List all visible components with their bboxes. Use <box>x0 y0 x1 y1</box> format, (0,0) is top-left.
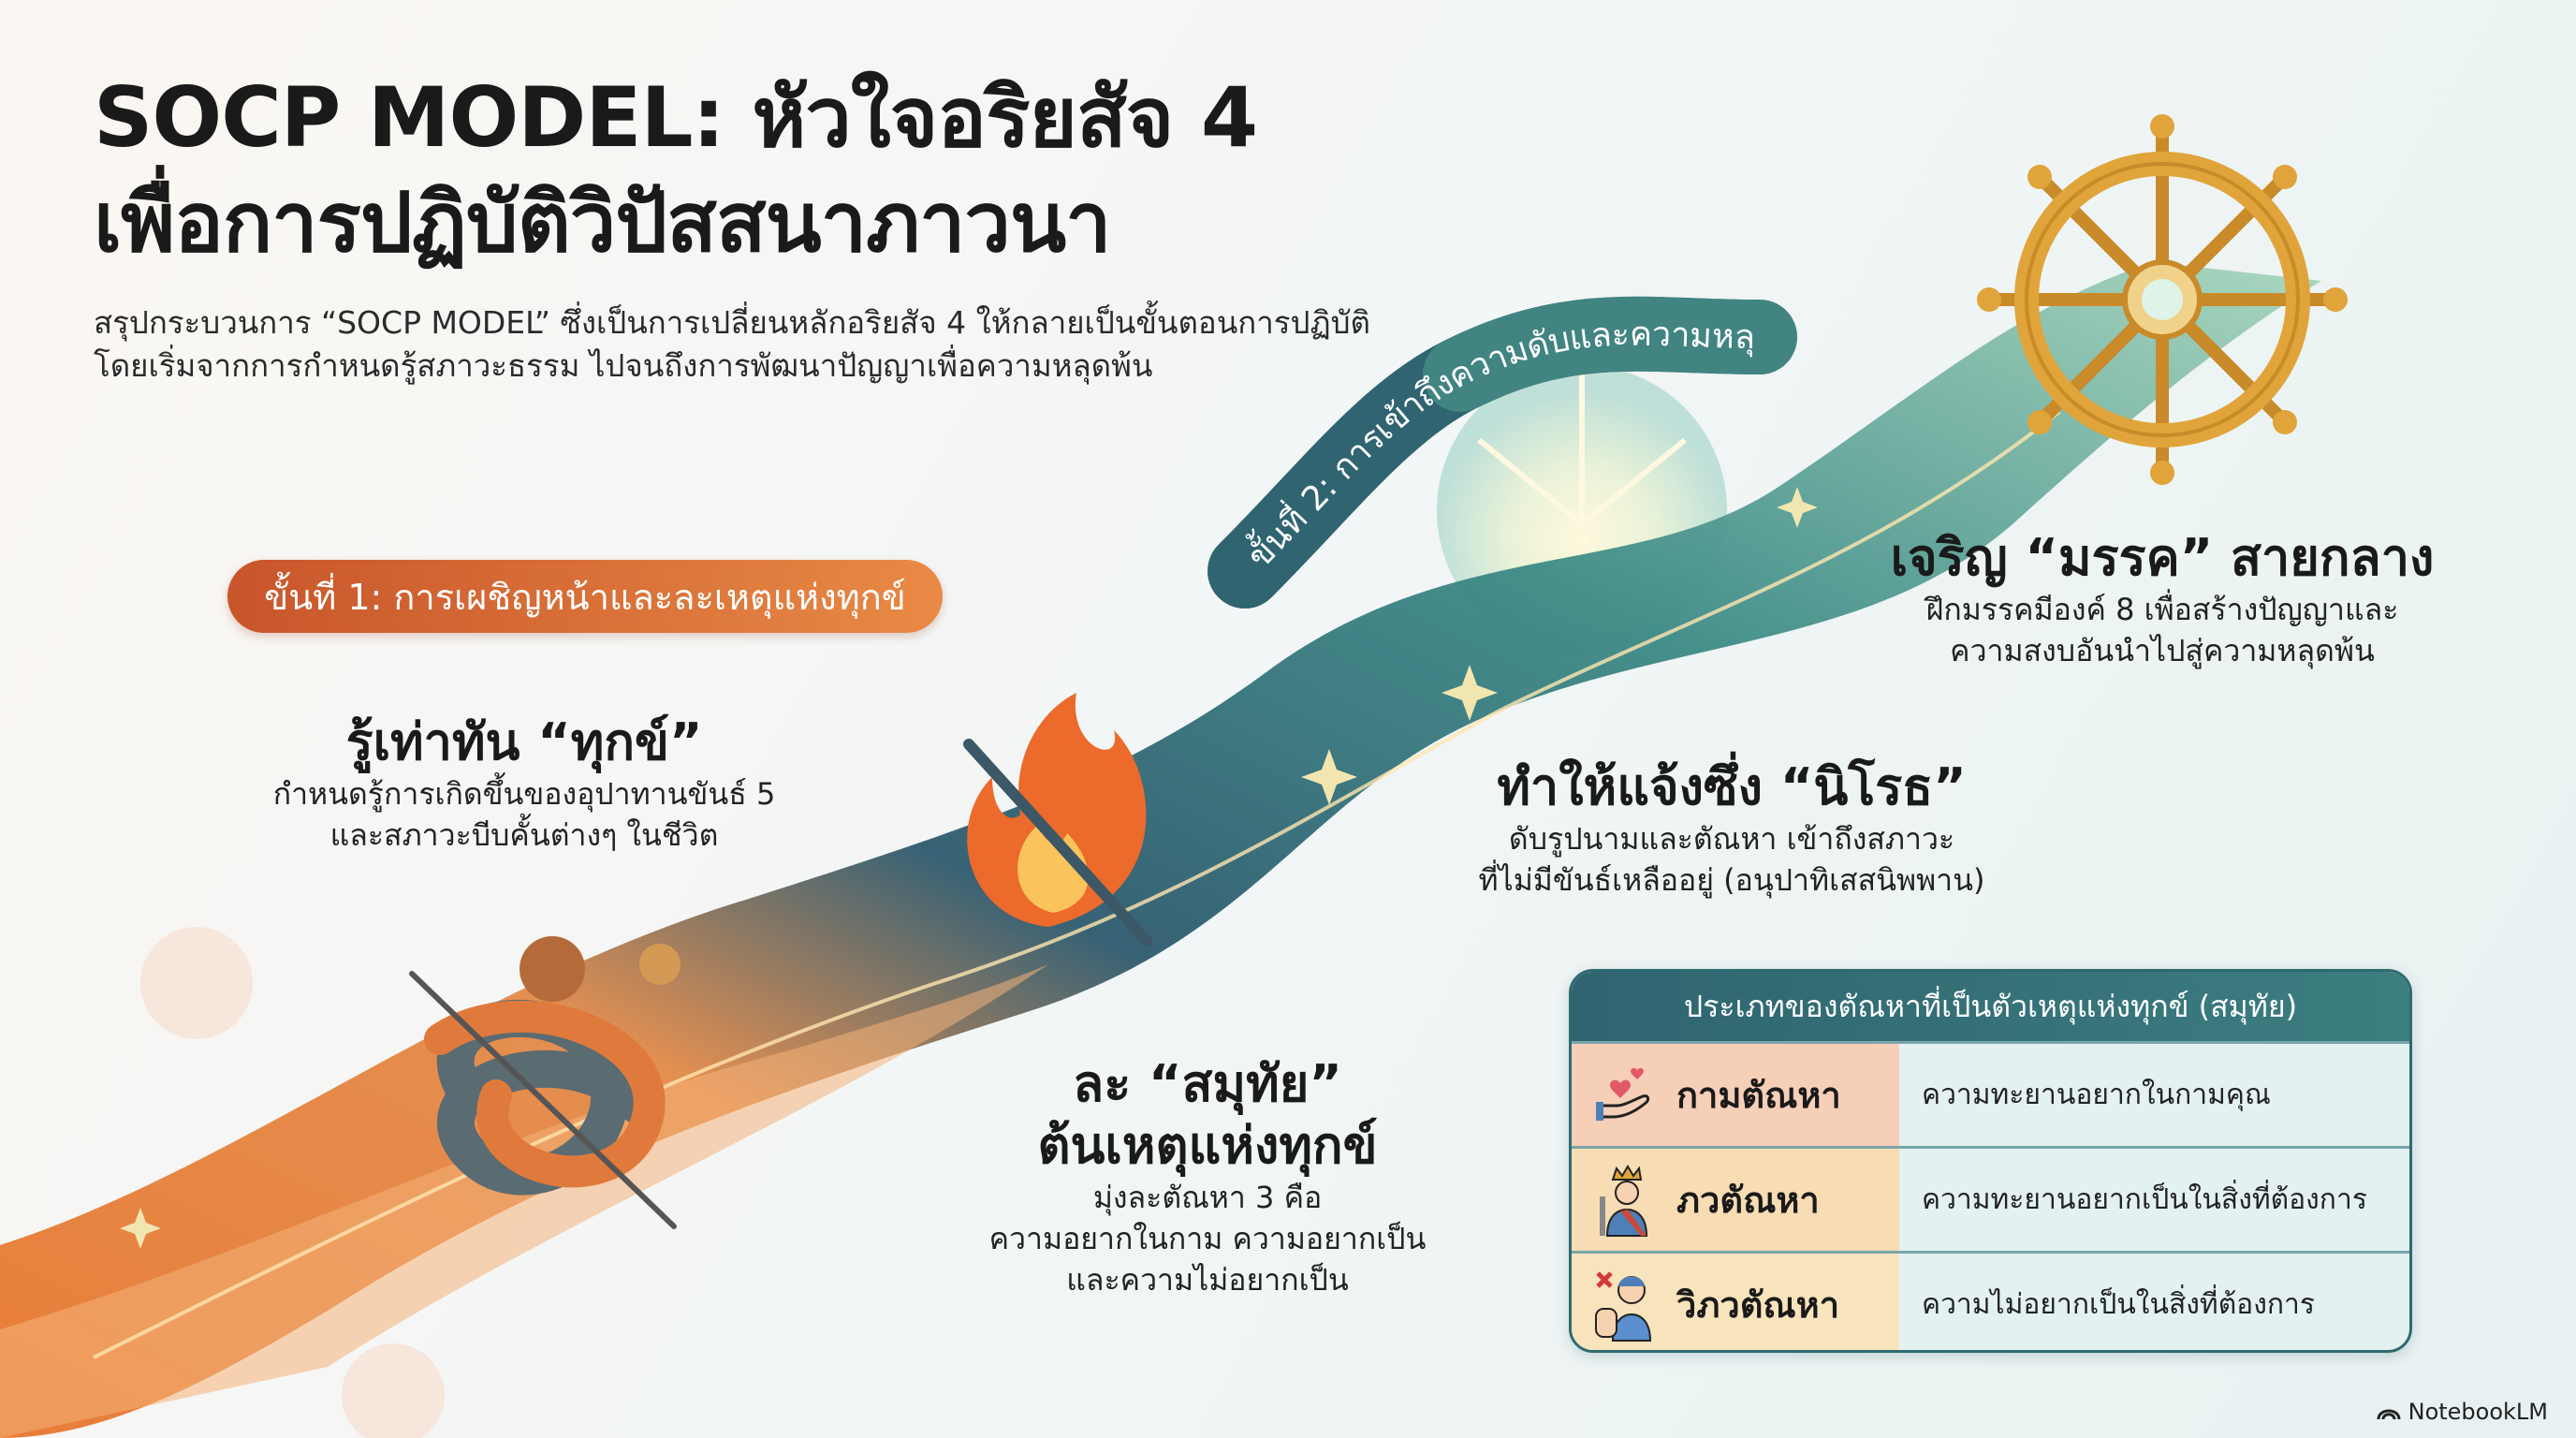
table-row: กามตัณหา ความทะยานอยากในกามคุณ <box>1572 1041 2409 1146</box>
step-heading: ต้นเหตุแห่งทุกข์ <box>1037 1116 1378 1175</box>
step-desc: ความสงบอันนำไปสู่ความหลุดพ้น <box>1950 633 2375 668</box>
step-desc: ดับรูปนามและตัณหา เข้าถึงสภาวะ <box>1508 821 1955 857</box>
notebooklm-icon <box>2377 1409 2401 1420</box>
stage1-label: ขั้นที่ 1: การเผชิญหน้าและละเหตุแห่งทุกข… <box>264 576 906 618</box>
craving-types-table: ประเภทของตัณหาที่เป็นตัวเหตุแห่งทุกข์ (ส… <box>1569 969 2412 1353</box>
step-heading: ละ “สมุทัย” <box>1073 1054 1342 1113</box>
table-row: ภวตัณหา ความทะยานอยากเป็นในสิ่งที่ต้องกา… <box>1572 1146 2409 1251</box>
row-label-cell: กามตัณหา <box>1572 1044 1899 1146</box>
step-desc: และสภาวะบีบคั้นต่างๆ ในชีวิต <box>329 817 719 853</box>
page-subtitle: สรุปกระบวนการ “SOCP MODEL” ซึ่งเป็นการเป… <box>94 301 1370 388</box>
row-name: กามตัณหา <box>1676 1075 1841 1116</box>
step-desc: มุ่งละตัณหา 3 คือ <box>1092 1180 1323 1215</box>
step-heading: ทำให้แจ้งซึ่ง “นิโรธ” <box>1497 757 1967 816</box>
stage1-banner: ขั้นที่ 1: การเผชิญหน้าและละเหตุแห่งทุกข… <box>227 560 943 633</box>
page-title: SOCP MODEL: หัวใจอริยสัจ 4 เพื่อการปฏิบั… <box>94 66 1258 275</box>
step-desc: กำหนดรู้การเกิดขึ้นของอุปาทานขันธ์ 5 <box>272 776 776 812</box>
dharma-wheel-icon <box>1977 114 2348 485</box>
step-desc: ฝึกมรรคมีองค์ 8 เพื่อสร้างปัญญาและ <box>1925 592 2399 627</box>
step-nirodha: ทำให้แจ้งซึ่ง “นิโรธ” ดับรูปนามและตัณหา … <box>1442 756 2022 901</box>
row-desc: ความทะยานอยากเป็นในสิ่งที่ต้องการ <box>1922 1183 2367 1216</box>
row-name: ภวตัณหา <box>1676 1180 1820 1221</box>
row-label-cell: ภวตัณหา <box>1572 1149 1899 1251</box>
decor-circle <box>140 927 253 1039</box>
sparkle-icon <box>120 487 1818 1249</box>
row-desc: ความไม่อยากเป็นในสิ่งที่ต้องการ <box>1922 1288 2315 1321</box>
step-heading: เจริญ “มรรค” สายกลาง <box>1890 528 2435 587</box>
step-desc: และความไม่อยากเป็น <box>1066 1262 1349 1298</box>
subtitle-line-1: สรุปกระบวนการ “SOCP MODEL” ซึ่งเป็นการเป… <box>94 304 1370 341</box>
step-desc: ที่ไม่มีขันธ์เหลืออยู่ (อนุปาทิเสสนิพพาน… <box>1478 862 1985 898</box>
king-icon <box>1600 1164 1648 1237</box>
step-desc: ความอยากในกาม ความอยากเป็น <box>988 1221 1427 1256</box>
table-row: วิภวตัณหา ความไม่อยากเป็นในสิ่งที่ต้องกา… <box>1572 1251 2409 1350</box>
stop-hand-person-icon <box>1595 1270 1652 1342</box>
title-line-2: เพื่อการปฏิบัติวิปัสสนาภาวนา <box>94 174 1112 271</box>
row-name: วิภวตัณหา <box>1676 1284 1840 1326</box>
step-heading: รู้เท่าทัน “ทุกข์” <box>345 712 703 771</box>
fire-icon <box>963 693 1152 946</box>
step-dukkha: รู้เท่าทัน “ทุกข์” กำหนดรู้การเกิดขึ้นขอ… <box>234 712 814 856</box>
table-title: ประเภทของตัณหาที่เป็นตัวเหตุแห่งทุกข์ (ส… <box>1683 988 2298 1024</box>
row-desc: ความทะยานอยากในกามคุณ <box>1922 1078 2271 1111</box>
brand-name: NotebookLM <box>2408 1399 2548 1425</box>
subtitle-line-2: โดยเริ่มจากการกำหนดรู้สภาวะธรรม ไปจนถึงก… <box>94 347 1153 384</box>
step-samudaya: ละ “สมุทัย” ต้นเหตุแห่งทุกข์ มุ่งละตัณหา… <box>936 1053 1479 1300</box>
decor-circle <box>342 1343 445 1438</box>
tangled-knot-icon <box>409 936 681 1229</box>
notebooklm-logo: NotebookLM <box>2377 1399 2548 1425</box>
hand-hearts-icon <box>1596 1067 1650 1121</box>
title-line-1: SOCP MODEL: หัวใจอริยสัจ 4 <box>94 69 1258 166</box>
step-magga: เจริญ “มรรค” สายกลาง ฝึกมรรคมีองค์ 8 เพื… <box>1872 527 2452 671</box>
flow-wave-light <box>0 964 1048 1438</box>
row-label-cell: วิภวตัณหา <box>1572 1254 1899 1350</box>
table-header: ประเภทของตัณหาที่เป็นตัวเหตุแห่งทุกข์ (ส… <box>1572 972 2409 1041</box>
